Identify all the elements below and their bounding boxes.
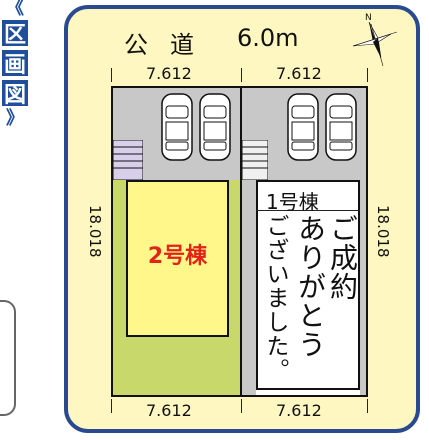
- sold-text-line-3: ございました。: [262, 214, 288, 382]
- road-name: 公道: [124, 31, 216, 59]
- compass-icon: N: [352, 13, 398, 67]
- label-char-2: 画: [2, 50, 28, 78]
- dim-tick: [111, 68, 112, 82]
- lot-1-label: 1号棟: [266, 190, 319, 214]
- label-char-3: 図: [2, 80, 28, 108]
- side-path-lot-1-right: [360, 180, 366, 395]
- car-icon: [199, 93, 231, 161]
- car-icon: [325, 93, 357, 161]
- lot-1-label-divider: [256, 210, 360, 211]
- car-icon: [287, 93, 319, 161]
- dim-tick: [241, 68, 242, 82]
- dim-tick: [111, 399, 112, 413]
- entrance-steps-lot-2: [113, 140, 143, 180]
- sold-text-line-1: ご成約: [326, 214, 359, 301]
- dim-tick: [241, 399, 242, 413]
- label-open-bracket: 《: [6, 0, 24, 19]
- dim-right-depth: 18.018: [374, 205, 392, 258]
- side-path-lot-1: [242, 180, 256, 395]
- label-char-1: 区: [2, 20, 28, 48]
- dim-tick: [367, 399, 368, 413]
- dim-top-right: 7.612: [276, 64, 322, 83]
- road-width: 6.0m: [237, 24, 299, 52]
- dim-tick: [367, 68, 368, 82]
- label-close-bracket: 》: [6, 108, 24, 129]
- sold-text-line-2: ありがとう: [294, 214, 327, 359]
- dim-bottom-left: 7.612: [146, 401, 192, 420]
- side-tab: [0, 300, 16, 416]
- entrance-steps-lot-1: [242, 140, 268, 180]
- dim-left-depth: 18.018: [86, 205, 104, 258]
- section-label: 《 区 画 図 》: [0, 0, 30, 135]
- lot-2-label: 2号棟: [147, 244, 208, 269]
- house-lot-1: [256, 180, 360, 390]
- car-icon: [161, 93, 193, 161]
- house-lot-2: 2号棟: [126, 180, 229, 337]
- compass-north: N: [365, 13, 372, 23]
- dim-top-left: 7.612: [146, 64, 192, 83]
- dim-bottom-right: 7.612: [276, 401, 322, 420]
